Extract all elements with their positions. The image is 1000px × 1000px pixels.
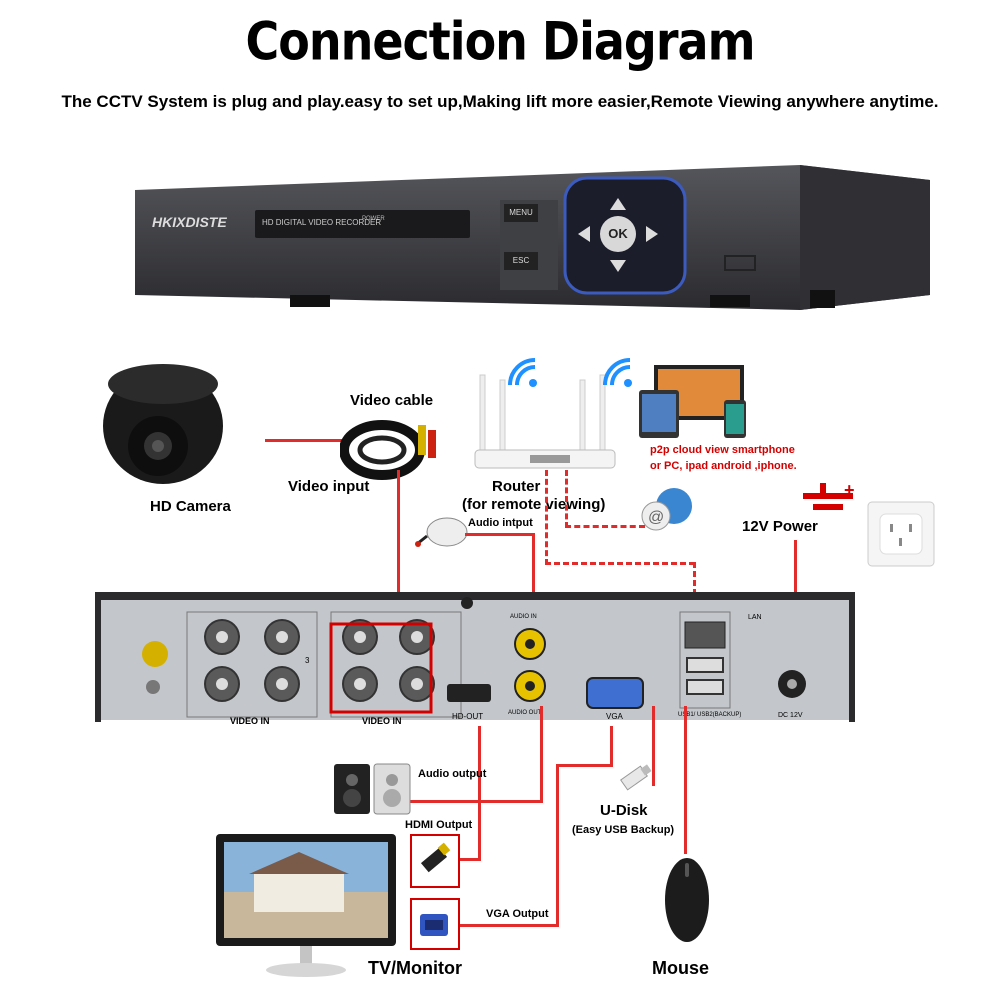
page-subtitle: The CCTV System is plug and play.easy to… <box>61 92 939 111</box>
svg-text:+: + <box>844 480 855 500</box>
vga-plug-icon <box>410 898 460 950</box>
port-number: 3 <box>305 656 310 665</box>
dvr-brand: HKIXDISTE <box>152 214 227 230</box>
tv-monitor-label: TV/Monitor <box>368 958 462 978</box>
devices-icon <box>639 365 746 438</box>
wall-socket-icon <box>867 501 935 567</box>
menu-button[interactable]: MENU <box>504 204 538 222</box>
hd-out-port-label: HD-OUT <box>452 712 484 721</box>
video-in-left-label: VIDEO IN <box>230 716 270 726</box>
vga-wire-h1 <box>556 764 613 767</box>
dvr-power-label: POWER <box>362 216 385 222</box>
ok-button[interactable]: OK <box>608 226 628 241</box>
monitor-icon <box>216 834 396 977</box>
audio-out-port-label: AUDIO OUT <box>508 710 542 716</box>
lan-dashed-line <box>565 525 645 528</box>
email-globe-icon: @ <box>641 488 692 531</box>
svg-text:@: @ <box>648 509 664 526</box>
dome-camera-icon <box>103 364 223 484</box>
esc-button[interactable]: ESC <box>504 252 538 270</box>
video-input-wire <box>397 470 400 622</box>
video-cable-label: Video cable <box>350 392 434 409</box>
vga-wire-v2 <box>556 764 559 927</box>
hdmi-wire-v <box>478 726 481 861</box>
audio-output-label: Audio output <box>418 768 487 780</box>
camera-to-cable-wire <box>265 439 343 442</box>
hdmi-plug-icon <box>410 834 460 888</box>
vga-wire-v1 <box>610 726 613 766</box>
udisk-wire <box>652 706 655 786</box>
usb-disk-icon <box>620 764 652 791</box>
audio-input-label: Audio intput <box>468 517 533 529</box>
mouse-label: Mouse <box>652 958 710 978</box>
wifi-icon <box>508 358 537 387</box>
audio-in-port-label: AUDIO IN <box>510 614 537 620</box>
video-in-right-label: VIDEO IN <box>362 716 402 726</box>
udisk-note: (Easy USB Backup) <box>572 824 675 836</box>
page-title: Connection Diagram <box>245 9 755 73</box>
p2p-line1: p2p cloud view smartphone <box>650 444 795 456</box>
wifi-icon <box>603 358 632 387</box>
mouse-wire <box>684 706 687 854</box>
router-icon <box>474 374 616 469</box>
battery-icon: + <box>803 480 855 510</box>
p2p-line2: or PC, ipad android ,iphone. <box>650 460 797 472</box>
vga-output-label: VGA Output <box>486 908 549 920</box>
cable-coil-icon <box>340 420 436 480</box>
lan-dashed-line <box>545 470 548 565</box>
audio-input-wire-v <box>532 533 535 633</box>
video-input-label: Video input <box>288 478 370 495</box>
vga-wire-h2 <box>458 924 559 927</box>
speaker-icon <box>334 763 411 815</box>
hdmi-wire-h <box>458 858 481 861</box>
dvr-panel-label: HD DIGITAL VIDEO RECORDER <box>262 218 382 227</box>
usb-port-label: USB1/ USB2(BACKUP) <box>678 712 742 718</box>
hdmi-output-label: HDMI Output <box>405 819 473 831</box>
udisk-label: U-Disk <box>600 802 648 819</box>
mouse-icon <box>665 858 709 942</box>
audio-out-wire-v <box>540 706 543 802</box>
audio-out-wire-h <box>405 800 543 803</box>
router-label: Router <box>492 478 541 495</box>
router-note: (for remote viewing) <box>462 496 606 513</box>
lan-dashed-line <box>565 470 568 528</box>
power-label: 12V Power <box>742 518 818 535</box>
vga-port-label: VGA <box>606 712 623 721</box>
audio-input-wire-h <box>465 533 535 536</box>
hd-camera-label: HD Camera <box>150 498 231 515</box>
lan-dashed-line <box>545 562 695 565</box>
microphone-icon <box>415 517 468 547</box>
dc-port-label: DC 12V <box>778 712 803 719</box>
dvr-front-view <box>135 165 930 310</box>
lan-port-label: LAN <box>748 614 762 621</box>
dvr-rear-panel <box>95 592 855 722</box>
